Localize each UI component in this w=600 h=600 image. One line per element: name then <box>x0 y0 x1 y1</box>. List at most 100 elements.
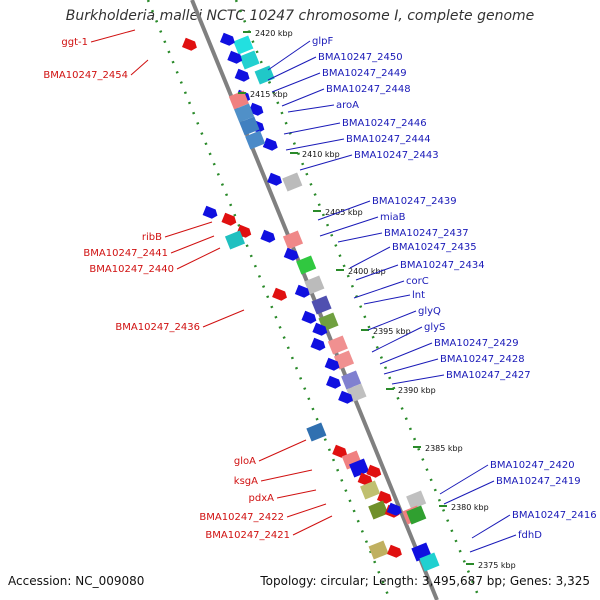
forward-gene-label: BMA10247_2420 <box>490 460 575 471</box>
reverse-gene-label: ksgA <box>234 476 258 487</box>
gene-block <box>406 490 427 510</box>
gene-block <box>239 116 260 136</box>
accession-text: Accession: NC_009080 <box>8 574 145 588</box>
gene-block <box>306 422 327 442</box>
leader-line <box>353 280 405 299</box>
gene-arrow <box>357 472 373 486</box>
gene-block <box>282 172 303 192</box>
scale-label: 2385 kbp <box>425 444 463 453</box>
gene-arrow <box>294 284 310 298</box>
leader-line <box>469 534 517 553</box>
gene-arrow <box>387 544 402 558</box>
gene-block <box>341 370 362 390</box>
gene-block <box>234 103 255 123</box>
forward-gene-label: BMA10247_2428 <box>440 354 525 365</box>
gene-block <box>311 295 332 315</box>
leader-line <box>170 235 215 254</box>
gene-block <box>368 500 389 520</box>
leader-line <box>202 309 245 328</box>
gene-block <box>349 458 370 478</box>
leader-line <box>379 342 433 365</box>
scale-label: 2375 kbp <box>478 561 516 570</box>
leader-line <box>276 489 317 499</box>
gene-arrow <box>301 310 317 324</box>
reverse-gene-label: BMA10247_2454 <box>43 70 128 81</box>
gene-arrow <box>338 390 354 404</box>
gene-arrow <box>202 205 218 219</box>
leader-line <box>371 326 423 353</box>
forward-gene-label: fdhD <box>518 530 542 541</box>
gene-block <box>333 350 355 370</box>
leader-line <box>383 358 439 375</box>
leader-line <box>443 480 495 505</box>
gene-block <box>304 275 325 295</box>
gene-arrow <box>267 172 282 186</box>
forward-gene-label: BMA10247_2427 <box>446 370 531 381</box>
leader-line <box>367 310 417 331</box>
leader-line <box>471 514 511 539</box>
forward-gene-label: BMA10247_2444 <box>346 134 431 145</box>
gene-arrow <box>262 137 278 151</box>
leader-line <box>292 515 333 536</box>
forward-gene-label: aroA <box>336 100 359 111</box>
reverse-gene-label: ribB <box>142 232 162 243</box>
forward-gene-label: lnt <box>412 290 425 301</box>
gene-block <box>327 335 348 355</box>
leader-line <box>317 200 371 221</box>
gene-block <box>406 505 427 525</box>
gene-block <box>239 50 260 70</box>
leader-line <box>164 221 213 238</box>
forward-gene-label: BMA10247_2448 <box>326 84 411 95</box>
leader-line <box>271 72 321 93</box>
forward-gene-label: BMA10247_2449 <box>322 68 407 79</box>
reverse-gene-label: ggt-1 <box>61 37 88 48</box>
leader-line <box>349 246 391 269</box>
leader-line <box>130 59 149 76</box>
gc-track-left <box>146 0 392 600</box>
gene-block <box>224 230 246 250</box>
forward-gene-label: glyS <box>424 322 445 333</box>
scale-label: 2410 kbp <box>302 150 340 159</box>
forward-gene-label: miaB <box>380 212 406 223</box>
gene-block <box>368 540 389 560</box>
gene-arrow <box>386 502 402 516</box>
gene-arrow <box>312 322 328 336</box>
gene-block <box>245 130 266 150</box>
scale-label: 2400 kbp <box>348 267 386 276</box>
scale-label: 2390 kbp <box>398 386 436 395</box>
gene-block <box>282 230 304 250</box>
gene-arrow <box>332 444 348 458</box>
scale-label: 2380 kbp <box>451 503 489 512</box>
leader-line <box>281 88 325 107</box>
gc-track-right <box>234 0 482 600</box>
gene-arrow <box>272 287 287 301</box>
gene-arrow <box>219 32 235 46</box>
leader-line <box>267 40 311 71</box>
gene-arrow <box>221 212 237 226</box>
leader-line <box>391 374 445 385</box>
forward-gene-label: BMA10247_2419 <box>496 476 581 487</box>
reverse-gene-label: BMA10247_2440 <box>89 264 174 275</box>
leader-line <box>283 122 341 135</box>
map-title: Burkholderia mallei NCTC 10247 chromosom… <box>65 8 535 24</box>
scale-label: 2420 kbp <box>255 29 293 38</box>
scale-label: 2415 kbp <box>250 90 288 99</box>
gene-arrow <box>366 464 382 478</box>
forward-gene-label: BMA10247_2437 <box>384 228 469 239</box>
leader-line <box>319 216 379 237</box>
leader-line <box>337 232 383 243</box>
leader-line <box>285 138 345 151</box>
gene-block <box>233 35 254 55</box>
gene-block <box>228 90 249 110</box>
gene-block <box>254 65 275 85</box>
reverse-gene-label: BMA10247_2436 <box>115 322 200 333</box>
scale-label: 2405 kbp <box>325 208 363 217</box>
leader-line <box>363 294 411 305</box>
leader-line <box>287 104 335 113</box>
gene-arrow <box>227 50 243 64</box>
forward-gene-label: glpF <box>312 36 333 47</box>
genome-summary-text: Topology: circular; Length: 3,495,687 bp… <box>260 574 590 588</box>
reverse-gene-label: BMA10247_2441 <box>83 248 168 259</box>
